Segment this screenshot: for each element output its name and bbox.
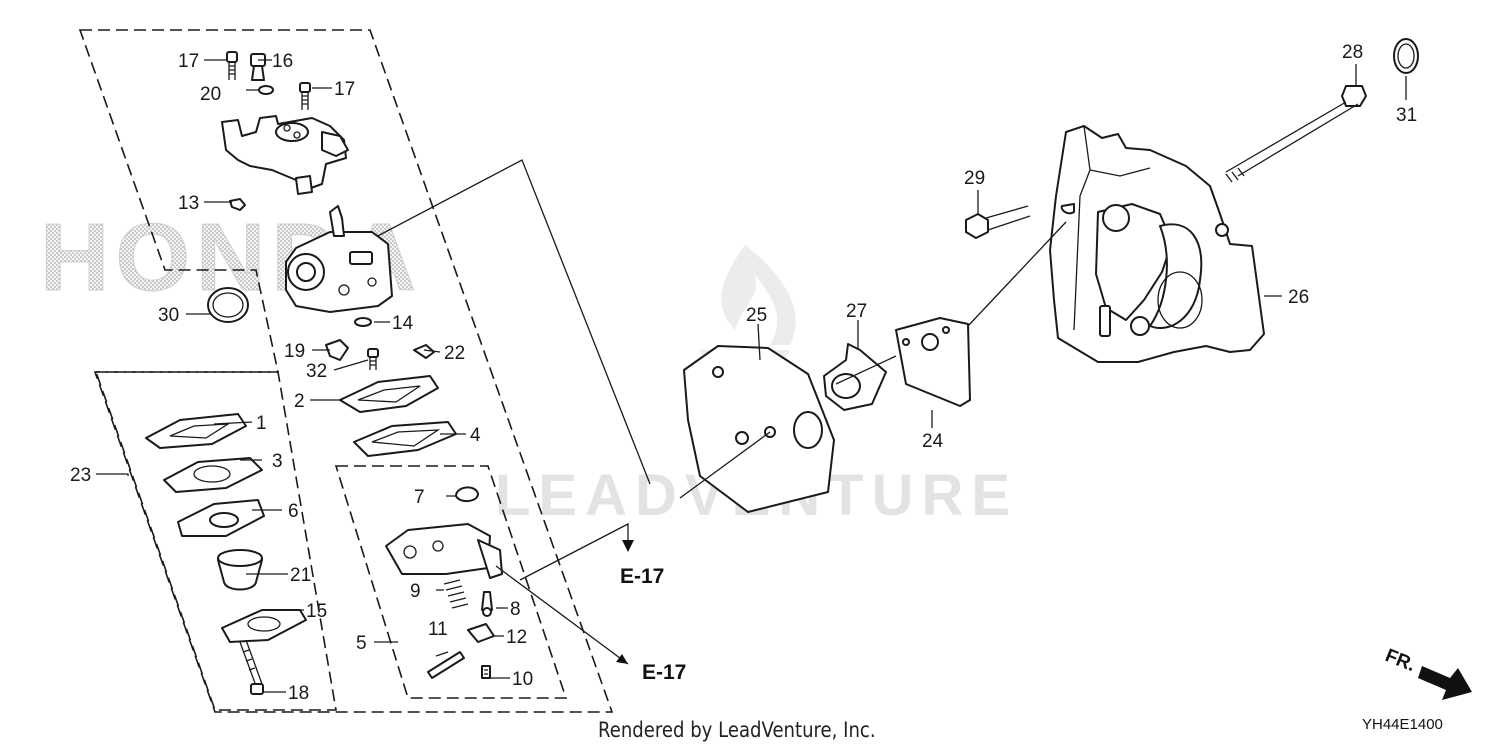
rendered-by-text: Rendered by LeadVenture, Inc.: [598, 718, 876, 742]
gasket-2: [339, 375, 439, 413]
cover-plate-15: [221, 609, 307, 643]
callout-15: 15: [306, 601, 327, 622]
reference-line-lower: [495, 565, 629, 665]
bolt-28: [1225, 85, 1367, 183]
reference-e17-upper[interactable]: E-17: [620, 565, 664, 588]
carburetor-upper-body: [221, 115, 349, 195]
callout-13: 13: [178, 193, 199, 214]
callout-28: 28: [1342, 42, 1363, 63]
plug-7: [455, 486, 479, 502]
screw-18: [239, 639, 264, 695]
carburetor-main-body: [285, 205, 393, 313]
lever-12: [467, 623, 495, 643]
reference-e17-lower[interactable]: E-17: [642, 661, 686, 684]
diagram-code: YH44E1400: [1362, 716, 1443, 733]
callout-10: 10: [512, 669, 533, 690]
seal-22: [413, 344, 435, 359]
callout-18: 18: [288, 683, 309, 704]
gasket-kit-23-outline: [94, 371, 337, 711]
callout-1: 1: [256, 413, 267, 434]
screw-32: [367, 348, 379, 370]
bolt-29: [965, 205, 1031, 239]
callout-31: 31: [1396, 105, 1417, 126]
callout-23: 23: [70, 465, 91, 486]
callout-11: 11: [428, 619, 448, 640]
callout-27: 27: [846, 301, 867, 322]
callout-20: 20: [200, 84, 221, 105]
pin-11: [427, 651, 465, 679]
callout-6: 6: [288, 501, 299, 522]
callout-21: 21: [290, 565, 311, 586]
callout-19: 19: [284, 341, 305, 362]
callout-32: 32: [306, 361, 327, 382]
callout-labels: 17 16 20 17 13 30 14 19 22 32 2 1 4 3 23…: [70, 42, 1417, 704]
callout-14: 14: [392, 313, 414, 334]
callout-24: 24: [922, 431, 944, 452]
front-direction-arrow-icon: [1418, 666, 1472, 700]
callout-4: 4: [470, 425, 481, 446]
callout-29: 29: [964, 168, 985, 189]
screw-17-upper-left: [226, 51, 238, 80]
reference-arrow-lower: [616, 654, 628, 664]
callout-25: 25: [746, 305, 767, 326]
front-direction-label: FR.: [1382, 645, 1418, 676]
carburetor-outline-line: [369, 159, 651, 485]
gasket-24: [895, 317, 971, 407]
clip-13: [229, 198, 246, 211]
o-ring-14: [354, 317, 372, 327]
screw-17-upper-right: [299, 82, 311, 110]
callout-26: 26: [1288, 287, 1309, 308]
gasket-4: [353, 421, 457, 457]
reference-line-upper: [519, 522, 629, 581]
callout-5: 5: [356, 633, 367, 654]
reference-arrow-upper: [622, 540, 634, 552]
callout-3: 3: [272, 451, 283, 472]
air-cleaner-case-26: [1049, 125, 1265, 363]
needle-valve-8: [481, 591, 493, 617]
float-valve-kit-5-outline: [334, 465, 568, 699]
callout-9: 9: [410, 581, 421, 602]
callout-2: 2: [294, 391, 305, 412]
leader-lines: [96, 59, 1407, 693]
callout-7: 7: [414, 487, 425, 508]
diaphragm-3: [163, 457, 263, 493]
screw-10: [481, 665, 491, 679]
callout-30: 30: [158, 305, 179, 326]
cap-19: [325, 339, 349, 361]
gasket-1: [145, 413, 247, 449]
o-ring-20: [258, 85, 274, 95]
callout-22: 22: [444, 343, 465, 364]
callout-16: 16: [272, 51, 293, 72]
callout-17b: 17: [334, 79, 355, 100]
insulator-plate-25: [683, 345, 835, 513]
carburetor-assembly-outline: [78, 29, 614, 713]
metering-body: [385, 523, 503, 579]
callout-17a: 17: [178, 51, 199, 72]
washer-31: [1393, 38, 1419, 74]
callout-8: 8: [510, 599, 521, 620]
fitting-16: [250, 53, 266, 81]
spring-9: [443, 579, 469, 609]
callout-12: 12: [506, 627, 527, 648]
